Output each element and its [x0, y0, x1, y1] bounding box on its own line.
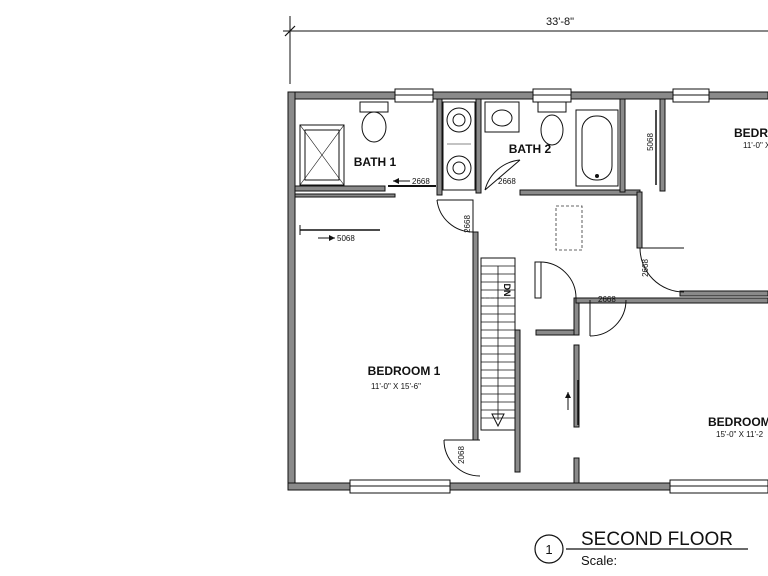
windows: [349, 88, 768, 494]
door-arrows: [318, 178, 571, 410]
door-tag-bed2-closet: 5068: [646, 133, 655, 151]
bath2-fixtures: [484, 101, 619, 187]
door-tag-bath2: 2668: [498, 177, 516, 186]
bath1-fixtures: [299, 101, 476, 191]
room-size-bedroom3: 15'-0" X 11'-2: [716, 430, 764, 439]
room-size-bedroom2: 11'-0" X: [743, 141, 768, 150]
room-label-bath1: BATH 1: [354, 155, 397, 169]
room-label-bedroom2: BEDR: [734, 126, 768, 140]
door-tag-hall-1: 2668: [641, 259, 650, 277]
interior-walls: [294, 98, 768, 484]
stair-direction-label: DN: [502, 284, 512, 297]
room-size-bedroom1: 11'-0" X 15'-6": [371, 382, 421, 391]
drawing-title: SECOND FLOOR: [581, 529, 733, 550]
doors: [299, 110, 685, 477]
room-label-bath2: BATH 2: [509, 142, 552, 156]
door-tag-hall-2: 2668: [598, 295, 616, 304]
room-label-bedroom1: BEDROOM 1: [368, 364, 441, 378]
door-tag-bedroom1: 2668: [463, 215, 472, 233]
door-tag-closet-bottom: 2068: [457, 446, 466, 464]
drawing-number: 1: [545, 542, 552, 557]
dimension-label: 33'-8": [546, 16, 574, 28]
overall-dimension: 33'-8": [283, 16, 768, 84]
staircase: DN: [480, 257, 542, 431]
attic-hatch: [555, 205, 583, 251]
title-block: 1 SECOND FLOOR Scale:: [534, 529, 748, 568]
door-tag-bed1-closet: 5068: [337, 234, 355, 243]
door-tag-bath1: 2668: [412, 177, 430, 186]
room-label-bedroom3: BEDROOM: [708, 415, 768, 429]
scale-label: Scale:: [581, 553, 617, 568]
